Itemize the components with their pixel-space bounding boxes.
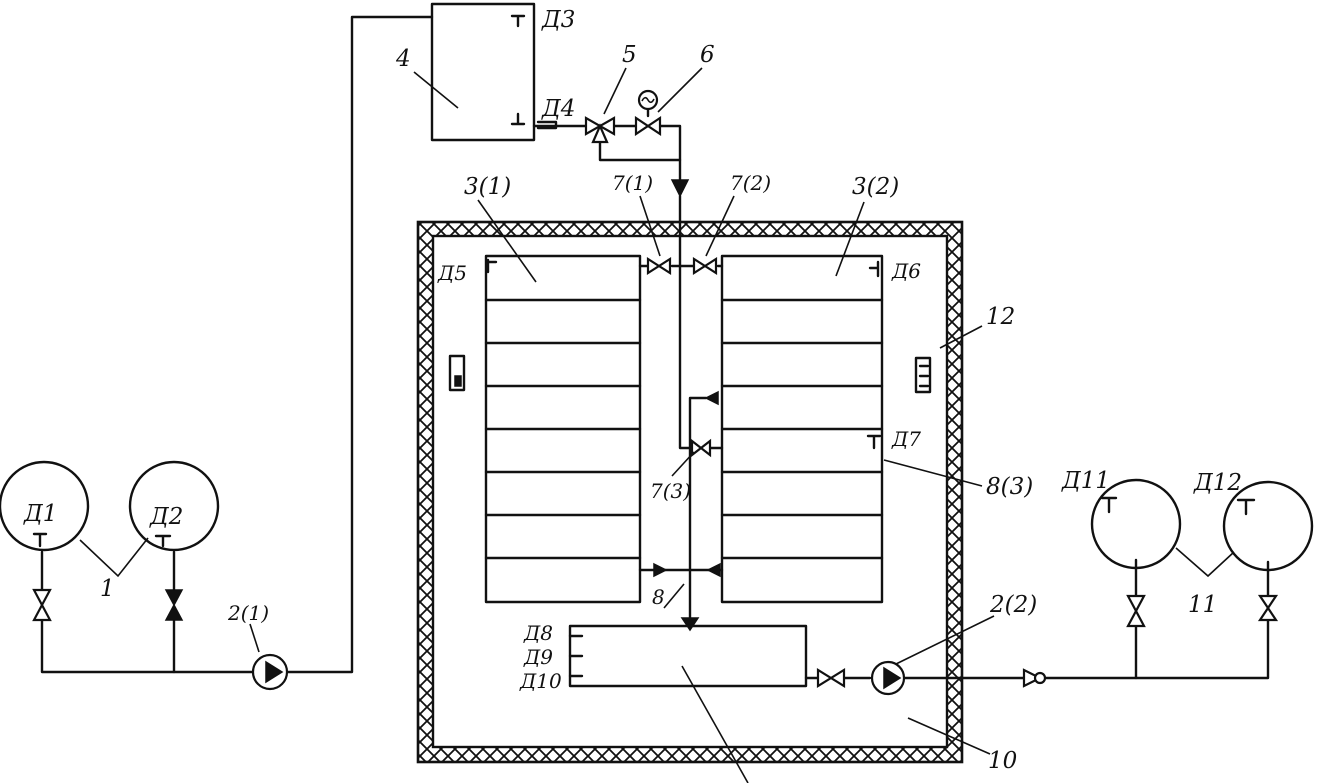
- panel-3-2: [720, 254, 884, 604]
- sensor-d9-label: Д9: [523, 645, 553, 669]
- gate-valve-icon[interactable]: [816, 668, 846, 688]
- supply-tank-1: [0, 460, 90, 552]
- item-8-3-label: 8(3): [986, 474, 1033, 500]
- valve-7-2-label: 7(2): [730, 171, 771, 195]
- drain-tank-1: [1090, 478, 1182, 570]
- panel-2-label: 3(2): [852, 174, 899, 200]
- valve-7-3-label: 7(3): [650, 479, 691, 503]
- flow-arrow-icon: [670, 179, 690, 198]
- expansion-tank: [430, 2, 536, 142]
- collector-leader: [681, 665, 749, 783]
- flow-arrow-icon: [704, 390, 719, 406]
- valve-7-2-leader: [705, 195, 735, 257]
- insulation-leader: [939, 325, 983, 349]
- gate-valve-icon[interactable]: [690, 438, 712, 458]
- expansion-tank-leader: [413, 71, 459, 109]
- pump-1-leader: [249, 623, 260, 653]
- collector-vessel: [568, 624, 808, 688]
- sensor-d5-mark: [486, 258, 498, 274]
- valve-5-leader: [603, 67, 627, 115]
- gate-valve-icon[interactable]: [164, 589, 184, 621]
- supply-tank-2: [128, 460, 220, 552]
- sensor-d4-label: Д4: [541, 96, 575, 122]
- sensor-d1-label: Д1: [23, 501, 57, 527]
- panel-1-leader: [477, 199, 537, 283]
- pump-icon[interactable]: [870, 660, 906, 696]
- sensor-d6-label: Д6: [891, 259, 921, 283]
- drain-tanks-label: 11: [1188, 592, 1217, 618]
- gate-valve-icon[interactable]: [634, 115, 662, 137]
- insulation-label: 12: [986, 304, 1015, 330]
- sensor-d11-label: Д11: [1061, 468, 1110, 494]
- pump-2-leader: [895, 615, 995, 665]
- sensor-d7-label: Д7: [891, 427, 921, 451]
- flow-arrow-icon: [706, 562, 721, 578]
- gate-valve-icon[interactable]: [692, 256, 718, 276]
- panel-2-leader: [835, 201, 865, 277]
- return-pipeline: [804, 558, 1270, 680]
- supply-tanks-label: 1: [100, 576, 115, 602]
- item-8-3-leader: [883, 459, 983, 487]
- check-valve-icon[interactable]: [1022, 668, 1047, 688]
- right-level-indicator: [914, 356, 932, 394]
- flow-arrow-icon: [653, 562, 668, 578]
- supply-pipeline: [40, 15, 434, 674]
- sensor-d5-label: Д5: [437, 261, 467, 285]
- valve-6-label: 6: [700, 42, 715, 68]
- drain-tanks-leader: [1175, 547, 1235, 578]
- gate-valve-icon[interactable]: [1257, 594, 1279, 622]
- item-8-leader: [663, 583, 685, 609]
- expansion-pipeline: [532, 102, 682, 268]
- sensor-d7-mark: [866, 434, 882, 450]
- item-8-label: 8: [652, 585, 665, 609]
- pump-2-label: 2(2): [989, 592, 1037, 618]
- valve-6-leader: [657, 67, 703, 113]
- gate-valve-icon[interactable]: [646, 256, 672, 276]
- sensor-d3-label: Д3: [541, 7, 575, 33]
- drain-tank-2: [1222, 480, 1314, 572]
- pressure-gauge-icon: [637, 89, 659, 111]
- valve-5-label: 5: [622, 42, 637, 68]
- expansion-tank-label: 4: [395, 46, 411, 72]
- valve-7-1-label: 7(1): [612, 171, 653, 195]
- chamber-label: 10: [988, 748, 1017, 774]
- sensor-d2-label: Д2: [149, 504, 183, 530]
- sensor-d10-label: Д10: [519, 669, 562, 693]
- panel-1-label: 3(1): [464, 174, 511, 200]
- left-level-indicator: [448, 354, 466, 392]
- insulated-chamber: [416, 220, 964, 764]
- panel-3-1: [484, 254, 642, 604]
- pump-icon[interactable]: [251, 653, 289, 691]
- valve-7-1-leader: [639, 195, 661, 257]
- chamber-leader: [907, 717, 991, 755]
- sensor-d8-label: Д8: [523, 621, 553, 645]
- gate-valve-icon[interactable]: [1126, 594, 1146, 628]
- three-way-valve-icon[interactable]: [584, 116, 616, 144]
- pump-1-label: 2(1): [227, 601, 269, 625]
- sensor-d6-mark: [868, 260, 880, 278]
- flow-arrow-icon: [680, 617, 700, 632]
- sensor-d12-label: Д12: [1193, 470, 1242, 496]
- supply-tanks-leader: [79, 537, 149, 578]
- gate-valve-icon[interactable]: [32, 588, 52, 622]
- valve-7-3-leader: [671, 451, 695, 477]
